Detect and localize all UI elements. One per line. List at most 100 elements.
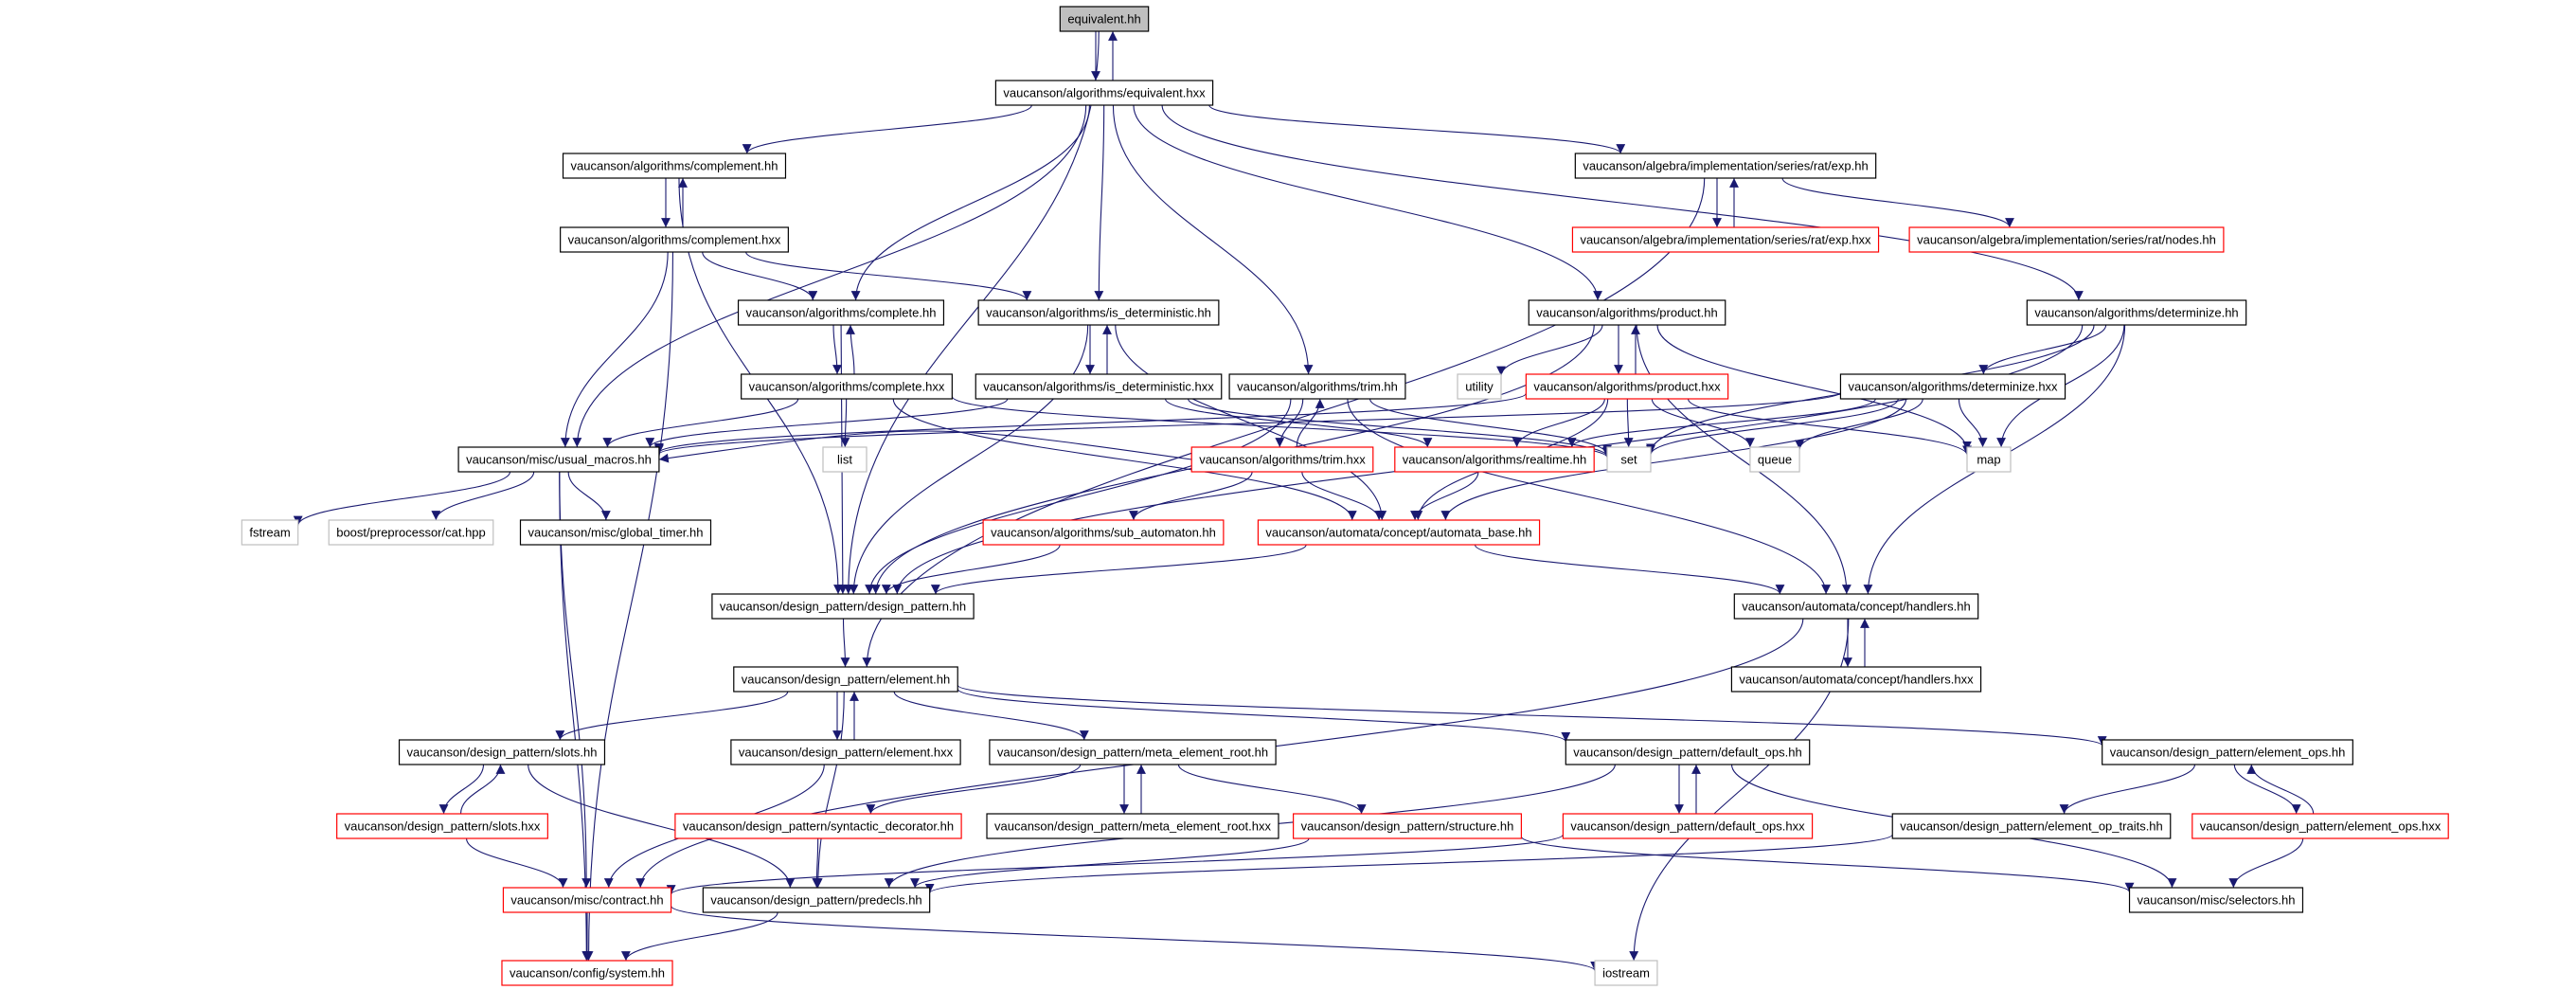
edge-complete_hh-to-complete_hxx (832, 324, 842, 375)
edge-mer_hh-to-struct (1177, 764, 1367, 815)
node-label: vaucanson/design_pattern/design_pattern.… (720, 600, 966, 614)
node-box (398, 739, 606, 765)
edge-equiv_hxx-to-determ_hh (1161, 104, 2084, 301)
node-box (1749, 446, 1800, 473)
edge-line (2228, 837, 2304, 889)
node-label: vaucanson/algorithms/determinize.hxx (1848, 380, 2058, 394)
node-vaucanson-automata-concept-handlers-hxx[interactable]: vaucanson/automata/concept/handlers.hxx (1730, 666, 1982, 693)
edge-line (528, 764, 796, 889)
edge-line (620, 911, 778, 962)
edge-line (1301, 471, 1385, 521)
node-vaucanson-misc-usual-macros-hh[interactable]: vaucanson/misc/usual_macros.hh (457, 446, 660, 473)
node-vaucanson-design-pattern-meta-element-root-hh[interactable]: vaucanson/design_pattern/meta_element_ro… (989, 739, 1277, 765)
edge-elops_hxx-to-elops_hh (2246, 764, 2315, 815)
node-vaucanson-algorithms-sub-automaton-hh[interactable]: vaucanson/algorithms/sub_automaton.hh (982, 519, 1225, 546)
edge-line (572, 104, 1087, 448)
node-vaucanson-algorithms-is-deterministic-hxx[interactable]: vaucanson/algorithms/is_deterministic.hx… (975, 373, 1223, 400)
node-vaucanson-algorithms-trim-hh[interactable]: vaucanson/algorithms/trim.hh (1228, 373, 1406, 400)
node-vaucanson-misc-selectors-hh[interactable]: vaucanson/misc/selectors.hh (2128, 887, 2304, 913)
edge-line (849, 324, 1089, 595)
edge-line (1687, 398, 1972, 456)
node-vaucanson-algorithms-determinize-hxx[interactable]: vaucanson/algorithms/determinize.hxx (1839, 373, 2066, 400)
edge-equiv_hxx-to-compl_hh (742, 104, 1032, 154)
edge-line (1208, 104, 1626, 154)
node-vaucanson-algebra-implementation-series-rat-nodes-hh[interactable]: vaucanson/algebra/implementation/series/… (1908, 226, 2225, 253)
node-vaucanson-design-pattern-predecls-hh[interactable]: vaucanson/design_pattern/predecls.hh (702, 887, 931, 913)
edge-equiv_hxx-to-exp_hh (1208, 104, 1626, 154)
node-vaucanson-algorithms-is-deterministic-hh[interactable]: vaucanson/algorithms/is_deterministic.hh (977, 299, 1220, 326)
node-vaucanson-algorithms-complete-hh[interactable]: vaucanson/algorithms/complete.hh (737, 299, 945, 326)
edge-elops_hh-to-elops_hxx (2233, 764, 2301, 815)
node-box (977, 299, 1220, 326)
edge-line (1129, 471, 1253, 521)
node-vaucanson-algorithms-product-hh[interactable]: vaucanson/algorithms/product.hh (1528, 299, 1726, 326)
node-vaucanson-automata-concept-automata-base-hh[interactable]: vaucanson/automata/concept/automata_base… (1257, 519, 1541, 546)
node-vaucanson-algebra-implementation-series-rat-exp-hh[interactable]: vaucanson/algebra/implementation/series/… (1574, 153, 1877, 179)
edge-line (1496, 324, 1603, 376)
node-label: vaucanson/misc/selectors.hh (2138, 893, 2296, 908)
node-vaucanson-algorithms-trim-hxx[interactable]: vaucanson/algorithms/trim.hxx (1190, 446, 1374, 473)
edge-line (559, 471, 592, 962)
edge-equiv_hxx-to-isdet_hh (1094, 104, 1105, 301)
node-box (702, 887, 931, 913)
node-box (822, 446, 868, 473)
node-label: vaucanson/misc/contract.hh (510, 893, 663, 908)
edge-macros-to-fstream (293, 471, 511, 526)
node-box (1190, 446, 1374, 473)
node-box (502, 887, 672, 913)
node-vaucanson-algorithms-equivalent-hxx[interactable]: vaucanson/algorithms/equivalent.hxx (994, 80, 1214, 106)
node-vaucanson-algorithms-determinize-hh[interactable]: vaucanson/algorithms/determinize.hh (2026, 299, 2247, 326)
node-label: vaucanson/algorithms/complete.hxx (749, 380, 945, 394)
node-vaucanson-design-pattern-default-ops-hh[interactable]: vaucanson/design_pattern/default_ops.hh (1565, 739, 1811, 765)
node-vaucanson-design-pattern-element-op-traits-hh[interactable]: vaucanson/design_pattern/element_op_trai… (1891, 813, 2172, 839)
node-label: vaucanson/misc/global_timer.hh (528, 526, 704, 540)
edge-line (812, 837, 822, 889)
node-vaucanson-design-pattern-meta-element-root-hxx[interactable]: vaucanson/design_pattern/meta_element_ro… (986, 813, 1279, 839)
edge-trim_hxx-to-trim_hh (1296, 398, 1325, 448)
node-vaucanson-design-pattern-element-hxx[interactable]: vaucanson/design_pattern/element.hxx (730, 739, 961, 765)
node-vaucanson-algorithms-complete-hxx[interactable]: vaucanson/algorithms/complete.hxx (741, 373, 953, 400)
node-vaucanson-automata-concept-handlers-hh[interactable]: vaucanson/automata/concept/handlers.hh (1733, 593, 1979, 620)
node-vaucanson-design-pattern-element-ops-hxx[interactable]: vaucanson/design_pattern/element_ops.hxx (2191, 813, 2449, 839)
edge-line (2059, 764, 2196, 815)
node-vaucanson-misc-contract-hh[interactable]: vaucanson/misc/contract.hh (502, 887, 672, 913)
node-vaucanson-algorithms-complement-hh[interactable]: vaucanson/algorithms/complement.hh (562, 153, 787, 179)
node-vaucanson-design-pattern-design-pattern-hh[interactable]: vaucanson/design_pattern/design_pattern.… (711, 593, 975, 620)
edge-line (846, 324, 855, 375)
node-vaucanson-config-system-hh[interactable]: vaucanson/config/system.hh (501, 960, 673, 986)
node-vaucanson-design-pattern-syntactic-decorator-hh[interactable]: vaucanson/design_pattern/syntactic_decor… (674, 813, 962, 839)
edge-line (1651, 398, 1755, 448)
edge-compl_hxx-to-system (583, 251, 674, 962)
edge-line (2233, 764, 2301, 815)
node-list: list (822, 446, 868, 473)
node-equivalent-hh[interactable]: equivalent.hh (1059, 6, 1150, 32)
edge-line (1512, 398, 1605, 448)
edge-line (1781, 177, 2014, 228)
node-vaucanson-design-pattern-structure-hh[interactable]: vaucanson/design_pattern/structure.hh (1293, 813, 1522, 839)
node-box (730, 739, 961, 765)
node-vaucanson-design-pattern-slots-hh[interactable]: vaucanson/design_pattern/slots.hh (398, 739, 606, 765)
node-vaucanson-algorithms-realtime-hh[interactable]: vaucanson/algorithms/realtime.hh (1394, 446, 1595, 473)
node-vaucanson-design-pattern-slots-hxx[interactable]: vaucanson/design_pattern/slots.hxx (336, 813, 548, 839)
node-vaucanson-design-pattern-element-hh[interactable]: vaucanson/design_pattern/element.hh (733, 666, 958, 693)
edge-layer (293, 30, 2315, 972)
node-vaucanson-algebra-implementation-series-rat-exp-hxx[interactable]: vaucanson/algebra/implementation/series/… (1571, 226, 1880, 253)
node-label: vaucanson/algebra/implementation/series/… (1583, 159, 1868, 173)
edge-product_hxx-to-realtime (1512, 398, 1605, 448)
edge-complete_hxx-to-complete_hh (846, 324, 855, 375)
node-vaucanson-algorithms-product-hxx[interactable]: vaucanson/algorithms/product.hxx (1525, 373, 1729, 400)
node-vaucanson-misc-global-timer-hh[interactable]: vaucanson/misc/global_timer.hh (519, 519, 712, 546)
node-vaucanson-design-pattern-element-ops-hh[interactable]: vaucanson/design_pattern/element_ops.hh (2102, 739, 2353, 765)
edge-line (1566, 398, 1876, 448)
edge-line (465, 837, 568, 889)
node-vaucanson-design-pattern-default-ops-hxx[interactable]: vaucanson/design_pattern/default_ops.hxx (1562, 813, 1814, 839)
node-box (1565, 739, 1811, 765)
node-box (986, 813, 1279, 839)
node-box (982, 519, 1225, 546)
node-label: vaucanson/design_pattern/default_ops.hh (1573, 746, 1801, 760)
node-label: vaucanson/algorithms/is_deterministic.hh (986, 306, 1211, 320)
node-vaucanson-algorithms-complement-hxx[interactable]: vaucanson/algorithms/complement.hxx (560, 226, 789, 253)
edge-equiv_hh-to-dp (843, 30, 1100, 595)
node-box (1228, 373, 1406, 400)
